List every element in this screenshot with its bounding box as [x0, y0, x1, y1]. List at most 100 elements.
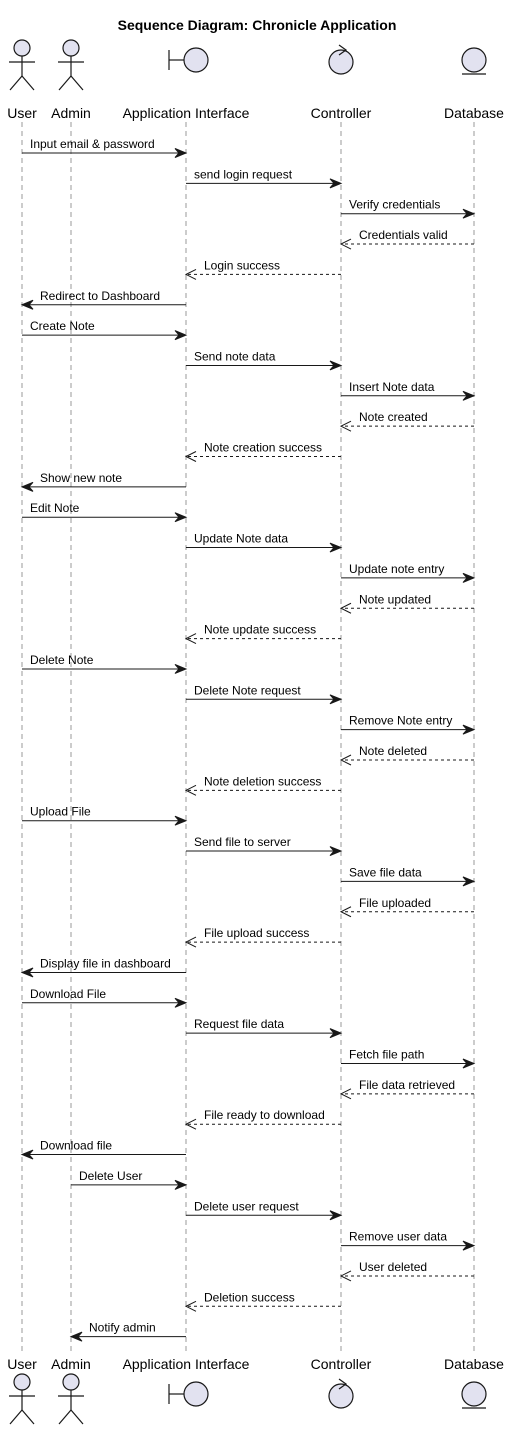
participant-label: Database — [444, 1356, 504, 1372]
arrowhead-icon — [329, 694, 343, 705]
arrowhead-icon — [462, 1240, 476, 1251]
arrowhead-icon — [339, 1088, 352, 1100]
entity-icon — [461, 47, 487, 75]
arrowhead-icon — [184, 268, 197, 280]
arrowhead-icon — [20, 967, 34, 978]
arrowhead-icon — [339, 754, 352, 766]
message-label: Send file to server — [194, 835, 291, 849]
arrowhead-icon — [20, 1149, 34, 1160]
arrowhead-icon — [174, 1179, 188, 1190]
message-37: Remove user data — [341, 1230, 476, 1251]
message-4: Credentials valid — [339, 228, 474, 250]
participant-user-bottom: User — [7, 1356, 37, 1425]
message-label: File uploaded — [359, 896, 431, 910]
participant-label: Database — [444, 105, 504, 121]
message-label: Notify admin — [89, 1321, 156, 1335]
message-2: send login request — [186, 167, 343, 189]
message-25: Save file data — [341, 865, 476, 887]
arrowhead-icon — [174, 997, 188, 1008]
message-label: Credentials valid — [359, 228, 448, 242]
arrowhead-icon — [329, 542, 343, 553]
message-label: File data retrieved — [359, 1078, 455, 1092]
message-21: Note deleted — [339, 744, 474, 766]
message-18: Delete Note — [22, 653, 188, 674]
arrowhead-icon — [174, 148, 188, 158]
message-32: File data retrieved — [339, 1078, 474, 1100]
message-label: Note updated — [359, 592, 431, 606]
arrowhead-icon — [174, 512, 188, 523]
message-14: Update Note data — [186, 532, 343, 553]
arrowhead-icon — [462, 390, 476, 401]
entity-icon — [461, 1381, 487, 1409]
arrowhead-icon — [339, 420, 352, 432]
messages: Input email & password send login request… — [20, 137, 476, 1342]
message-33: File ready to download — [184, 1108, 341, 1130]
message-label: Deletion success — [204, 1290, 295, 1304]
arrowhead-icon — [462, 1058, 476, 1069]
message-label: Request file data — [194, 1017, 284, 1031]
participant-ctrl-bottom: Controller — [311, 1356, 372, 1409]
message-label: send login request — [194, 167, 293, 181]
arrowhead-icon — [184, 936, 197, 948]
message-27: File upload success — [184, 926, 341, 948]
arrowhead-icon — [184, 451, 197, 462]
arrowhead-icon — [462, 724, 476, 735]
message-label: Input email & password — [30, 137, 155, 151]
message-5: Login success — [184, 258, 341, 280]
diagram-title: Sequence Diagram: Chronicle Application — [118, 17, 397, 33]
arrowhead-icon — [329, 846, 343, 857]
control-icon — [328, 1378, 354, 1409]
message-label: Download File — [30, 987, 106, 1001]
arrowhead-icon — [20, 299, 34, 310]
message-label: Save file data — [349, 865, 422, 879]
arrowhead-icon — [462, 876, 476, 887]
message-20: Remove Note entry — [341, 714, 476, 735]
message-30: Request file data — [186, 1017, 343, 1039]
message-label: Fetch file path — [349, 1048, 424, 1062]
message-8: Send note data — [186, 349, 343, 371]
message-label: Note created — [359, 410, 428, 424]
message-label: Show new note — [40, 471, 122, 485]
message-11: Note creation success — [184, 441, 341, 462]
arrowhead-icon — [462, 208, 476, 219]
arrowhead-icon — [184, 784, 197, 796]
arrowhead-icon — [339, 906, 352, 918]
message-label: File upload success — [204, 926, 309, 940]
message-36: Delete user request — [186, 1199, 343, 1221]
message-label: Note creation success — [204, 441, 322, 455]
message-label: Create Note — [30, 319, 95, 333]
message-label: User deleted — [359, 1260, 427, 1274]
arrowhead-icon — [184, 633, 197, 645]
message-24: Send file to server — [186, 835, 343, 857]
actor-icon — [58, 1373, 84, 1425]
arrowhead-icon — [20, 481, 34, 492]
message-label: Delete Note — [30, 653, 94, 667]
boundary-icon — [168, 1381, 209, 1407]
message-29: Download File — [22, 987, 188, 1008]
message-label: Upload File — [30, 805, 91, 819]
message-label: Login success — [204, 258, 280, 272]
message-34: Download file — [20, 1139, 186, 1160]
message-35: Delete User — [71, 1169, 188, 1190]
message-label: File ready to download — [204, 1108, 325, 1122]
message-26: File uploaded — [339, 896, 474, 918]
arrowhead-icon — [329, 1210, 343, 1221]
participant-label: User — [7, 105, 37, 121]
participant-db-top: Database — [444, 47, 504, 121]
message-16: Note updated — [339, 592, 474, 614]
message-15: Update note entry — [341, 562, 476, 583]
message-7: Create Note — [22, 319, 188, 341]
message-label: Remove Note entry — [349, 714, 452, 728]
participant-ui-top: Application Interface — [123, 47, 250, 121]
actor-icon — [9, 1373, 35, 1425]
participant-label: Admin — [51, 1356, 91, 1372]
arrowhead-icon — [184, 1300, 197, 1312]
arrowhead-icon — [174, 330, 188, 341]
participant-label: Application Interface — [123, 105, 250, 121]
message-28: Display file in dashboard — [20, 956, 186, 978]
participant-label: Controller — [311, 105, 372, 121]
message-10: Note created — [339, 410, 474, 432]
boundary-icon — [168, 47, 209, 73]
participant-label: Controller — [311, 1356, 372, 1372]
